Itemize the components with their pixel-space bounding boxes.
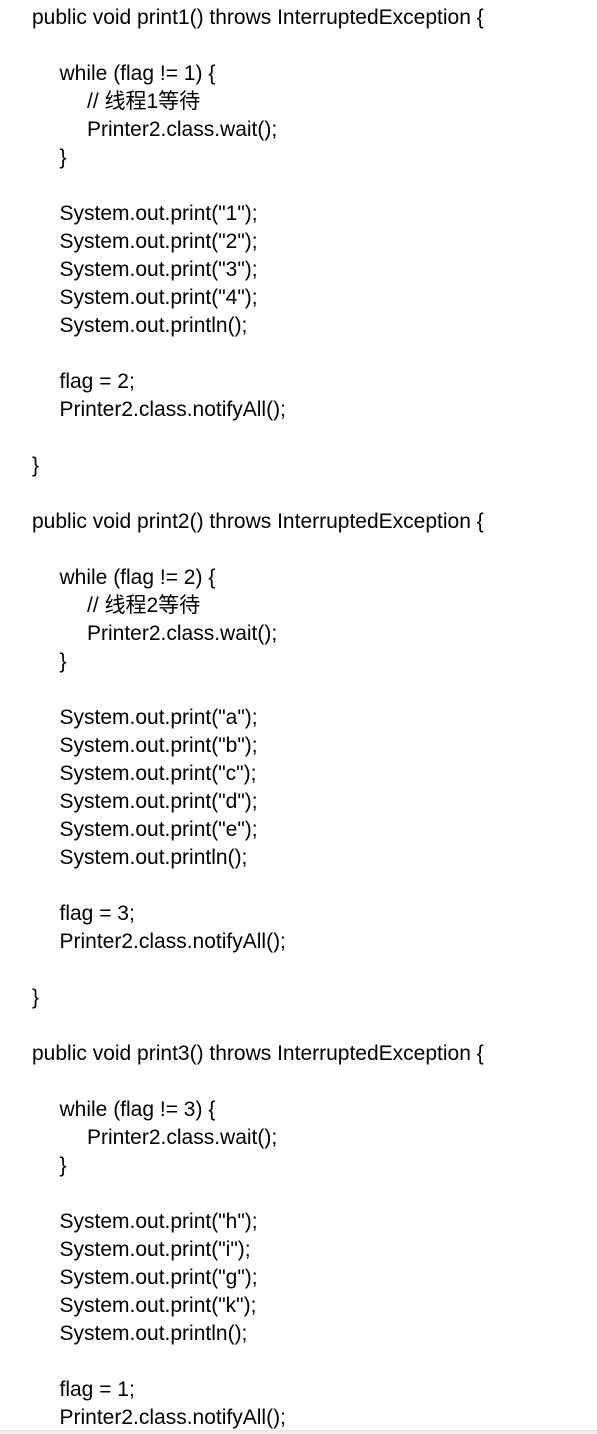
code-line: while (flag != 2) { <box>59 566 216 589</box>
code-line: System.out.print("b"); <box>59 734 258 757</box>
code-line: System.out.print("3"); <box>59 258 258 281</box>
code-line: flag = 2; <box>59 370 135 393</box>
code-line: } <box>32 454 40 477</box>
code-line: // 线程2等待 <box>87 594 201 617</box>
code-line: public void print3() throws InterruptedE… <box>32 1042 484 1065</box>
code-line <box>32 340 592 368</box>
code-line <box>32 676 592 704</box>
code-line: Printer2.class.notifyAll(); <box>59 1406 286 1429</box>
code-line <box>32 1180 592 1208</box>
code-line: public void print2() throws InterruptedE… <box>32 510 484 533</box>
code-line <box>32 872 592 900</box>
code-line: Printer2.class.notifyAll(); <box>59 398 286 421</box>
code-line: System.out.print("i"); <box>59 1238 251 1261</box>
bottom-divider <box>0 1430 597 1434</box>
code-line <box>32 956 592 984</box>
code-line: System.out.print("d"); <box>59 790 258 813</box>
code-line: System.out.println(); <box>59 314 248 337</box>
code-line <box>32 1348 592 1376</box>
code-line: System.out.print("1"); <box>59 202 258 225</box>
code-line: System.out.print("a"); <box>59 706 258 729</box>
code-line <box>32 32 592 60</box>
code-line <box>32 1012 592 1040</box>
code-line <box>32 480 592 508</box>
code-line: Printer2.class.wait(); <box>87 1126 278 1149</box>
code-line: } <box>59 146 67 169</box>
code-line: System.out.print("e"); <box>59 818 258 841</box>
code-line: } <box>59 1154 67 1177</box>
code-line: Printer2.class.wait(); <box>87 118 278 141</box>
code-line <box>32 172 592 200</box>
code-line: } <box>59 650 67 673</box>
code-line: // 线程1等待 <box>87 90 201 113</box>
code-line: while (flag != 1) { <box>59 62 216 85</box>
code-line: Printer2.class.notifyAll(); <box>59 930 286 953</box>
code-line: System.out.print("h"); <box>59 1210 258 1233</box>
code-line: System.out.print("4"); <box>59 286 258 309</box>
code-lines: public void print1() throws InterruptedE… <box>32 4 592 1432</box>
code-line: flag = 1; <box>59 1378 135 1401</box>
code-line: System.out.print("c"); <box>59 762 257 785</box>
code-line: System.out.println(); <box>59 1322 248 1345</box>
code-line: flag = 3; <box>59 902 135 925</box>
code-line: public void print1() throws InterruptedE… <box>32 6 484 29</box>
code-line <box>32 424 592 452</box>
code-line <box>32 536 592 564</box>
code-line <box>32 1068 592 1096</box>
code-line: System.out.print("k"); <box>59 1294 257 1317</box>
code-line: while (flag != 3) { <box>59 1098 216 1121</box>
code-line: System.out.print("2"); <box>59 230 258 253</box>
code-line: } <box>32 986 40 1009</box>
code-line: Printer2.class.wait(); <box>87 622 278 645</box>
code-line: System.out.print("g"); <box>59 1266 258 1289</box>
code-line: System.out.println(); <box>59 846 248 869</box>
